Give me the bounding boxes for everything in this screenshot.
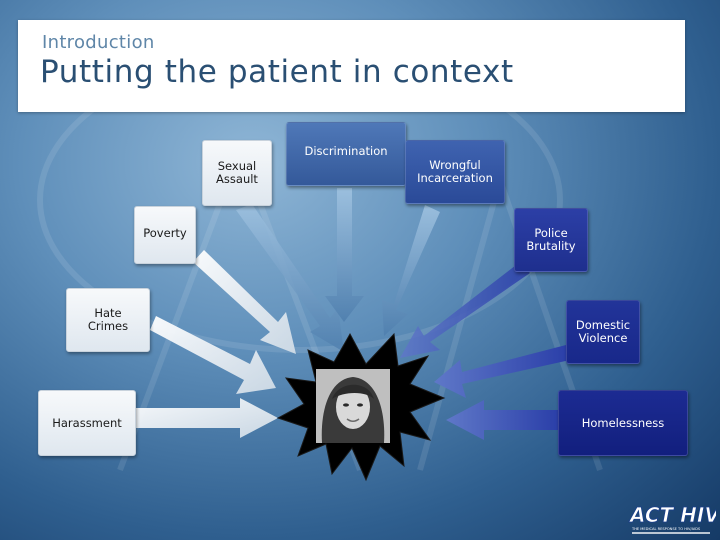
factor-sexual-assault: Sexual Assault [202,140,272,206]
factor-harassment: Harassment [38,390,136,456]
svg-text:THE MEDICAL RESPONSE TO HIV/AI: THE MEDICAL RESPONSE TO HIV/AIDS [631,527,701,531]
arrow-harassment [134,398,278,438]
factor-police-brutality: Police Brutality [514,208,588,272]
arrow-sexual-assault [236,204,344,352]
factor-wrongful-incarceration: Wrongful Incarceration [405,140,505,204]
title-panel: Introduction Putting the patient in cont… [18,20,685,112]
act-hiv-logo: ACT HIV THE MEDICAL RESPONSE TO HIV/AIDS [628,503,716,534]
factor-domestic-violence: Domestic Violence [566,300,640,364]
arrow-police-brutality [400,262,530,358]
arrow-domestic-violence [434,345,570,398]
section-subtitle: Introduction [42,32,155,53]
svg-text:ACT HIV: ACT HIV [628,503,716,527]
arrow-poverty [193,250,296,354]
factor-homelessness: Homelessness [558,390,688,456]
slide-title: Putting the patient in context [40,54,514,90]
factor-poverty: Poverty [134,206,196,264]
arrow-homelessness [446,400,560,440]
arrow-discrimination [325,188,364,322]
patient-photo [316,369,390,443]
factor-hate-crimes: Hate Crimes [66,288,150,352]
factor-discrimination: Discrimination [286,122,406,186]
arrow-wrongful-incarceration [382,205,440,336]
patient-portrait-image [316,369,390,443]
arrow-hate-crimes [150,316,276,394]
